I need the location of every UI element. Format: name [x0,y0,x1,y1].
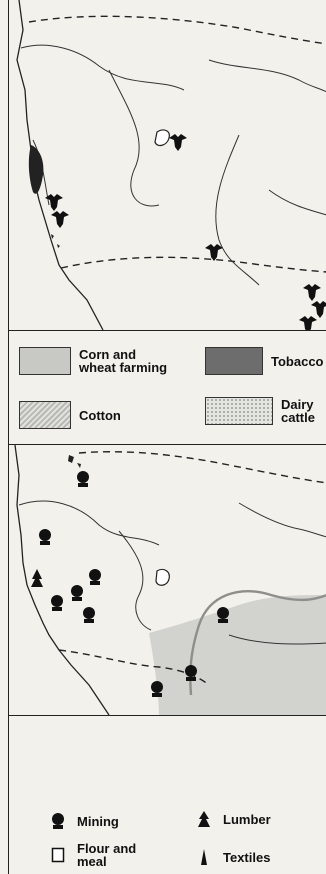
legend-lumber: Lumber [193,808,271,830]
legend-tobacco: Tobacco [205,347,324,375]
industry-map-svg [14,445,326,715]
coastline [14,445,110,715]
legend-cotton-label: Cotton [79,407,121,423]
legend-mining-label: Mining [77,813,119,829]
river-snake [118,530,152,631]
river-columbia [18,500,160,546]
industry-map [8,445,326,716]
islands [51,234,60,248]
river-snake [108,69,160,207]
industry-gray-region [149,595,326,715]
great-salt-lake [154,129,170,147]
cotton-swatch [19,401,71,429]
flour-square-icon [47,844,69,866]
agriculture-legend: Corn and wheat farming Tobacco Cotton Da… [8,331,326,445]
great-salt-lake [155,568,170,586]
boundary-dashed-south [60,256,326,273]
dairy-swatch [205,397,273,425]
legend-textiles: Textiles [193,846,270,868]
boundary-dashed-south [58,649,210,686]
boundary-dashed-north [78,451,326,484]
legend-textiles-label: Textiles [223,849,271,865]
agriculture-map [8,0,326,331]
legend-corn-label: Corn and wheat farming [79,347,168,375]
tree-icon [31,569,43,587]
industry-legend: Mining Lumber Flour and meal Textiles [8,716,326,874]
tobacco-swatch [205,347,263,375]
legend-tobacco-label: Tobacco [271,353,324,369]
river-east [268,189,326,216]
legend-mining: Mining [47,810,119,832]
river-northeast [208,59,326,93]
river-upper [238,502,326,538]
river-columbia [20,44,185,91]
state-border-gray [189,590,326,696]
california-farm-region [28,145,44,194]
legend-flour-label: Flour and meal [77,841,137,869]
islands [68,455,81,468]
legend-dairy: Dairy cattle [205,397,315,425]
tree-icon [193,808,215,830]
river-east [228,634,326,645]
legend-dairy-label: Dairy cattle [281,397,315,425]
river-colorado [215,134,260,286]
mining-icon [39,471,229,697]
boundary-dashed-north [28,15,326,45]
legend-cotton: Cotton [19,401,121,429]
legend-corn-wheat: Corn and wheat farming [19,347,167,375]
legend-flour: Flour and meal [47,842,136,868]
agriculture-map-svg [16,0,326,330]
cattle-head-icon [45,134,326,330]
spindle-icon [193,846,215,868]
corn-wheat-swatch [19,347,71,375]
legend-lumber-label: Lumber [223,811,271,827]
mining-icon [47,810,69,832]
